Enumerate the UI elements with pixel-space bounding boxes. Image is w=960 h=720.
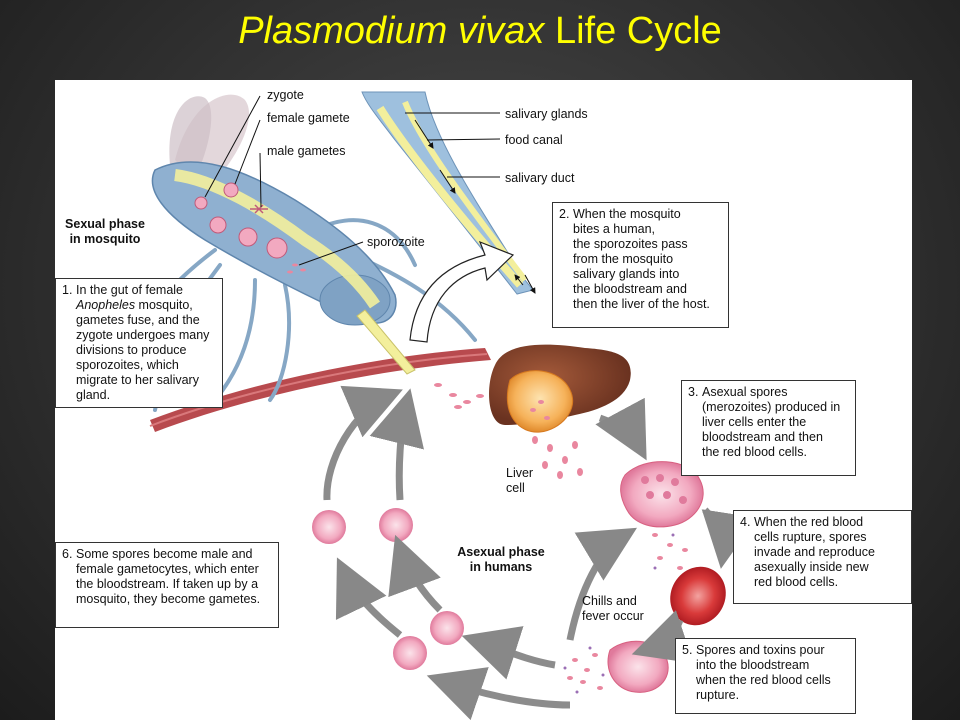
food-canal-label: food canal bbox=[505, 133, 563, 147]
salivary-duct-label: salivary duct bbox=[505, 171, 575, 185]
cycle-arrows bbox=[323, 385, 758, 720]
chills-label-2: fever occur bbox=[582, 609, 644, 623]
ruptured-rbc-icon bbox=[607, 640, 669, 693]
step-1-box: 1.In the gut of female Anopheles mosquit… bbox=[55, 278, 223, 408]
zygote-icon bbox=[194, 196, 208, 210]
zygote-label: zygote bbox=[267, 88, 304, 102]
asexual-phase-label: Asexual phase in humans bbox=[457, 545, 545, 574]
sexual-phase-label: Sexual phase in mosquito bbox=[65, 217, 145, 246]
title-species: Plasmodium vivax bbox=[238, 10, 545, 52]
gametocyte-icon bbox=[430, 611, 464, 645]
gametocyte-icon bbox=[393, 636, 427, 670]
step-3-box: 3.Asexual spores (merozoites) produced i… bbox=[681, 380, 856, 476]
step-2-box: 2.When the mosquito bites a human, the s… bbox=[552, 202, 729, 328]
gametocyte-icon bbox=[312, 510, 346, 544]
female-gamete-label: female gamete bbox=[267, 111, 350, 125]
sporozoite-label: sporozoite bbox=[367, 235, 425, 249]
male-gametes-icon bbox=[250, 204, 268, 214]
liver-cell-label-2: cell bbox=[506, 481, 525, 495]
infected-rbc-icon bbox=[620, 461, 704, 528]
chills-label-1: Chills and bbox=[582, 594, 637, 608]
liver-cell-label-1: Liver bbox=[506, 466, 534, 480]
step-5-box: 5.Spores and toxins pour into the bloods… bbox=[675, 638, 856, 714]
red-blood-cell-icon bbox=[670, 566, 726, 626]
zoom-arrow bbox=[409, 240, 515, 343]
step-4-box: 4.When the red blood cells rupture, spor… bbox=[733, 510, 912, 604]
slide-title: Plasmodium vivax Life Cycle bbox=[0, 10, 960, 53]
title-rest: Life Cycle bbox=[544, 10, 722, 52]
mosquito-gut bbox=[174, 169, 380, 309]
female-gamete-icon bbox=[223, 182, 239, 198]
step-6-box: 6.Some spores become male and female gam… bbox=[55, 542, 279, 628]
salivary-glands-label: salivary glands bbox=[505, 107, 588, 121]
diagram-panel: zygote female gamete male gametes sporoz… bbox=[55, 80, 912, 720]
sporozoite-icon bbox=[287, 263, 306, 274]
male-gametes-label: male gametes bbox=[267, 144, 346, 158]
mosquito-proboscis bbox=[356, 309, 416, 375]
gametocyte-icon bbox=[379, 508, 413, 542]
